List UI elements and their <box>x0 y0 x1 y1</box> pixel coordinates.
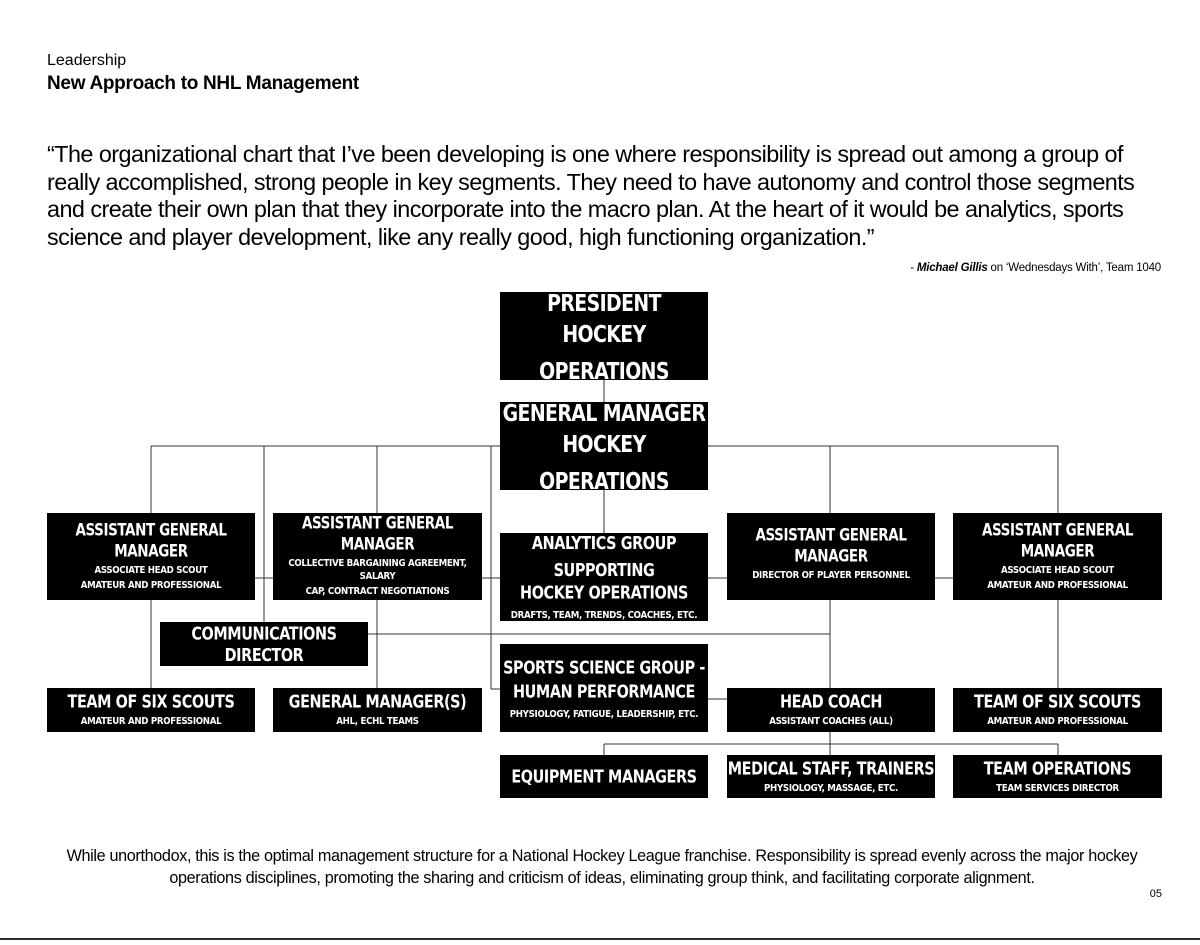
org-box-president: PRESIDENT HOCKEY OPERATIONS <box>500 289 708 384</box>
section-label: Leadership <box>47 52 127 69</box>
box-subtitle: ASSISTANT COACHES (ALL) <box>769 716 893 727</box>
box-title: HUMAN PERFORMANCE <box>513 680 695 702</box>
org-box-sports-science: SPORTS SCIENCE GROUP - HUMAN PERFORMANCE… <box>500 644 708 732</box>
box-subtitle: COLLECTIVE BARGAINING AGREEMENT, SALARY <box>288 558 467 582</box>
box-title: GENERAL MANAGER <box>502 399 706 426</box>
box-title: EQUIPMENT MANAGERS <box>511 765 697 788</box>
box-subtitle: DRAFTS, TEAM, TRENDS, COACHES, ETC. <box>510 609 698 621</box>
page-title: New Approach to NHL Management <box>47 73 359 94</box>
box-title: TEAM OPERATIONS <box>983 757 1132 779</box>
box-title: HEAD COACH <box>779 690 883 713</box>
box-subtitle: DIRECTOR OF PLAYER PERSONNEL <box>752 570 910 581</box>
box-title: HOCKEY OPERATIONS <box>520 581 688 603</box>
box-title: TEAM OF SIX SCOUTS <box>974 690 1141 713</box>
box-subtitle: AMATEUR AND PROFESSIONAL <box>80 716 222 727</box>
box-title: COMMUNICATIONS DIRECTOR <box>191 622 337 666</box>
page-number: 05 <box>1149 888 1162 900</box>
box-title: HOCKEY OPERATIONS <box>539 320 669 384</box>
org-box-team-operations: TEAM OPERATIONS TEAM SERVICES DIRECTOR <box>953 755 1162 798</box>
org-box-analytics-group: ANALYTICS GROUP SUPPORTING HOCKEY OPERAT… <box>500 531 708 621</box>
box-title: ASSISTANT GENERAL MANAGER <box>301 512 454 555</box>
org-box-medical-staff: MEDICAL STAFF, TRAINERS PHYSIOLOGY, MASS… <box>727 755 935 798</box>
org-box-general-manager: GENERAL MANAGER HOCKEY OPERATIONS <box>500 399 708 494</box>
box-title: MEDICAL STAFF, TRAINERS <box>727 757 935 779</box>
box-title: ASSISTANT GENERAL MANAGER <box>981 519 1134 561</box>
org-box-agm-player-personnel: ASSISTANT GENERAL MANAGER DIRECTOR OF PL… <box>727 513 935 600</box>
box-subtitle: PHYSIOLOGY, FATIGUE, LEADERSHIP, ETC. <box>509 708 699 720</box>
box-subtitle: CAP, CONTRACT NEGOTIATIONS <box>305 586 450 597</box>
box-title: ANALYTICS GROUP SUPPORTING <box>531 531 677 581</box>
box-subtitle: AHL, ECHL TEAMS <box>336 716 419 727</box>
box-subtitle: ASSOCIATE HEAD SCOUT <box>1000 564 1115 576</box>
box-title: PRESIDENT <box>547 289 661 316</box>
box-subtitle: ASSOCIATE HEAD SCOUT <box>94 564 208 576</box>
box-subtitle: AMATEUR AND PROFESSIONAL <box>987 579 1128 591</box>
org-box-communications-director: COMMUNICATIONS DIRECTOR <box>160 622 368 666</box>
org-box-agm-cba: ASSISTANT GENERAL MANAGER COLLECTIVE BAR… <box>273 513 482 600</box>
org-box-gm-affiliates: GENERAL MANAGER(S) AHL, ECHL TEAMS <box>273 688 482 732</box>
box-title: GENERAL MANAGER(S) <box>288 690 467 713</box>
box-title: ASSISTANT GENERAL MANAGER <box>75 519 227 561</box>
quote-author: Michael Gillis <box>916 262 988 274</box>
org-box-head-coach: HEAD COACH ASSISTANT COACHES (ALL) <box>727 688 935 732</box>
quote-text: “The organizational chart that I’ve been… <box>47 141 1135 250</box>
box-title: SPORTS SCIENCE GROUP - <box>503 656 705 678</box>
box-subtitle: TEAM SERVICES DIRECTOR <box>996 782 1119 794</box>
box-title: HOCKEY OPERATIONS <box>539 430 669 494</box>
quote-attribution: - Michael Gillis on ‘Wednesdays With’, T… <box>910 262 1161 274</box>
org-box-scouts-right: TEAM OF SIX SCOUTS AMATEUR AND PROFESSIO… <box>953 688 1162 732</box>
org-box-agm-associate-scout-left: ASSISTANT GENERAL MANAGER ASSOCIATE HEAD… <box>47 513 255 600</box>
box-title: ASSISTANT GENERAL MANAGER <box>755 524 907 567</box>
quote-source: on ‘Wednesdays With’, Team 1040 <box>987 262 1162 274</box>
org-box-agm-associate-scout-right: ASSISTANT GENERAL MANAGER ASSOCIATE HEAD… <box>953 513 1162 600</box>
box-title: TEAM OF SIX SCOUTS <box>67 690 235 713</box>
org-box-equipment-managers: EQUIPMENT MANAGERS <box>500 755 708 798</box>
box-subtitle: PHYSIOLOGY, MASSAGE, ETC. <box>764 782 898 794</box>
bottom-rule <box>0 938 1200 940</box>
box-subtitle: AMATEUR AND PROFESSIONAL <box>987 716 1128 727</box>
org-box-scouts-left: TEAM OF SIX SCOUTS AMATEUR AND PROFESSIO… <box>47 688 255 732</box>
attribution-dash: - <box>910 262 917 274</box>
footer-text: While unorthodox, this is the optimal ma… <box>66 847 1138 887</box>
box-subtitle: AMATEUR AND PROFESSIONAL <box>80 579 222 591</box>
